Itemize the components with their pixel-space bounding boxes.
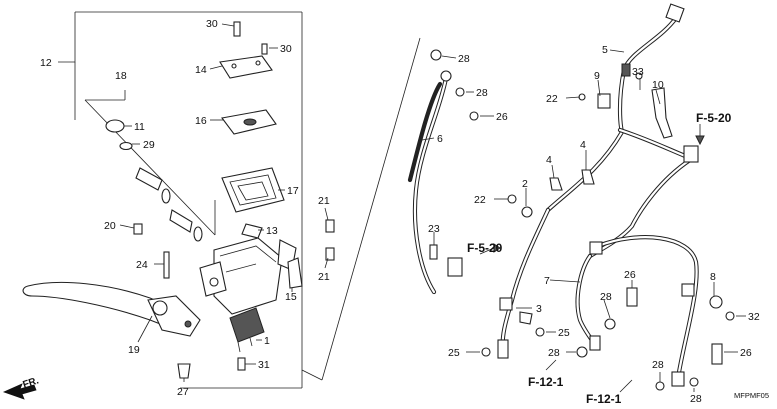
small-fasteners [133, 21, 335, 379]
callout-2: 2 [522, 178, 528, 190]
ref-f-12-1-b[interactable]: F-12-1 [586, 392, 622, 406]
callout-24: 24 [136, 259, 148, 271]
callout-22: 22 [474, 194, 486, 206]
master-cylinder-body [199, 237, 297, 315]
callout-3: 3 [536, 303, 542, 315]
callout-27: 27 [177, 386, 189, 398]
callout-26: 26 [496, 111, 508, 123]
callout-14: 14 [195, 64, 207, 76]
callout-30: 30 [280, 43, 292, 55]
callout-31: 31 [258, 359, 270, 371]
front-direction-arrow [2, 383, 37, 400]
callout-28: 28 [690, 393, 702, 405]
brake-hose-assembly [407, 3, 746, 393]
callout-19: 19 [128, 344, 140, 356]
callout-33: 33 [632, 66, 644, 78]
callout-9: 9 [594, 70, 600, 82]
ref-f-5-20-top[interactable]: F-5-20 [696, 111, 732, 125]
callout-28: 28 [458, 53, 470, 65]
callout-8: 8 [710, 271, 716, 283]
callout-20: 20 [104, 220, 116, 232]
reservoir-cap [219, 55, 273, 79]
callout-25: 25 [448, 347, 460, 359]
callout-22: 22 [546, 93, 558, 105]
callout-30: 30 [206, 18, 218, 30]
diagram-code: MFPMF05 [734, 391, 769, 400]
callout-21: 21 [318, 195, 330, 207]
front-direction-label: FR. [22, 375, 41, 391]
callout-16: 16 [195, 115, 207, 127]
callout-15: 15 [285, 291, 297, 303]
callout-18: 18 [115, 70, 127, 82]
callout-6: 6 [437, 133, 443, 145]
ref-f-5-20-mid[interactable]: F-5-20 [467, 241, 503, 255]
cross-references: F-5-20 F-5-20 F-12-1 F-12-1 [467, 111, 732, 406]
callout-32: 32 [748, 311, 760, 323]
callout-4: 4 [580, 139, 586, 151]
master-cylinder-assembly [22, 11, 421, 389]
callout-21: 21 [318, 271, 330, 283]
callout-1: 1 [264, 335, 270, 347]
callout-5: 5 [602, 44, 608, 56]
piston-kit-group [84, 90, 216, 242]
callout-12: 12 [40, 57, 52, 69]
callout-26: 26 [624, 269, 636, 281]
callout-11: 11 [134, 121, 145, 133]
callout-28: 28 [548, 347, 560, 359]
callout-28: 28 [600, 291, 612, 303]
callout-23: 23 [428, 223, 440, 235]
callout-29: 29 [143, 139, 155, 151]
callout-26: 26 [740, 347, 752, 359]
callout-7: 7 [544, 275, 550, 287]
callout-labels: 30 30 12 14 18 16 11 29 17 20 13 21 21 2… [40, 18, 760, 405]
callout-25: 25 [558, 327, 570, 339]
callout-28: 28 [652, 359, 664, 371]
callout-28: 28 [476, 87, 488, 99]
callout-10: 10 [652, 79, 664, 91]
reservoir-plate [221, 109, 277, 135]
brake-lever [22, 281, 201, 337]
ref-f-12-1-a[interactable]: F-12-1 [528, 375, 564, 389]
callout-4: 4 [546, 154, 552, 166]
callout-17: 17 [287, 185, 299, 197]
brake-switch [229, 307, 265, 353]
diaphragm [221, 167, 285, 213]
callout-13: 13 [266, 225, 278, 237]
